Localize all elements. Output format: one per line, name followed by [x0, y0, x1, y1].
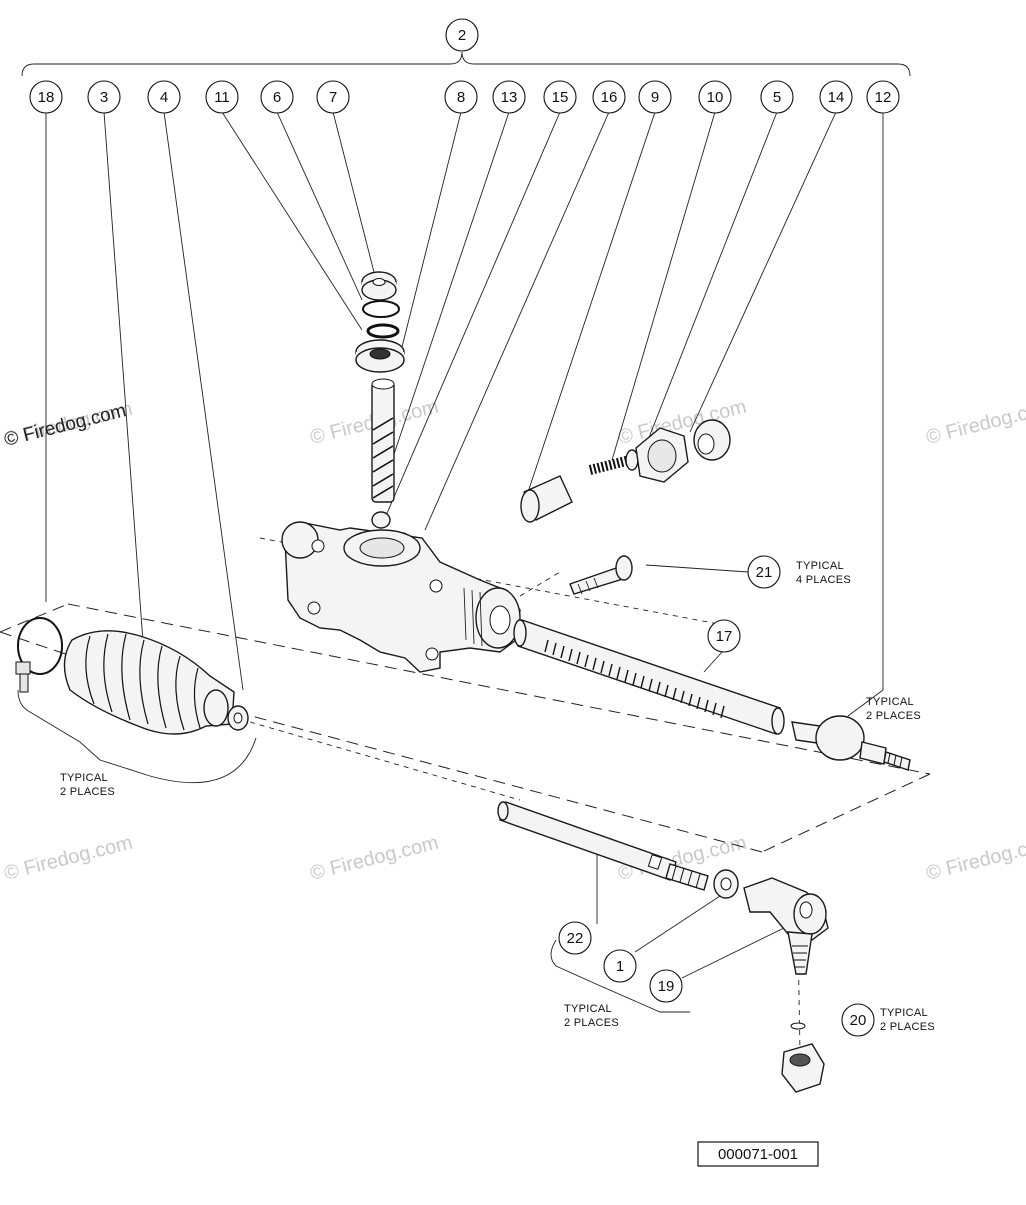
svg-text:6: 6	[273, 89, 281, 106]
steering-rack	[513, 619, 785, 735]
callout-20: 20	[841, 1003, 875, 1037]
svg-text:16: 16	[601, 89, 618, 106]
watermark: © Firedog.com	[308, 832, 441, 885]
note-20-line1: TYPICAL	[880, 1007, 928, 1019]
svg-text:17: 17	[716, 628, 733, 645]
callout-18: 18	[29, 80, 63, 114]
svg-text:13: 13	[501, 89, 518, 106]
ball-joint	[743, 877, 829, 1030]
svg-text:7: 7	[329, 89, 337, 106]
svg-text:20: 20	[850, 1012, 867, 1029]
svg-text:11: 11	[214, 89, 230, 106]
callout-11: 11	[205, 80, 239, 114]
note-20-line2: 2 PLACES	[880, 1021, 935, 1033]
callout-21: 21	[747, 555, 781, 589]
adjuster-parts	[520, 419, 731, 523]
svg-text:4: 4	[160, 89, 168, 106]
leader-lines	[45, 111, 884, 979]
callout-4: 4	[147, 80, 181, 114]
watermark-dark: © Firedog.com	[2, 400, 128, 451]
note-12-line1: TYPICAL	[866, 696, 914, 708]
watermark: © Firedog.com	[2, 832, 135, 885]
rack-housing	[281, 521, 521, 673]
watermark: © Firedog.com	[924, 832, 1026, 885]
callout-5: 5	[760, 80, 794, 114]
note-boot-line1: TYPICAL	[60, 772, 108, 784]
callout-14: 14	[819, 80, 853, 114]
note-21-line2: 4 PLACES	[796, 574, 851, 586]
assembly-bracket	[21, 51, 911, 77]
svg-text:22: 22	[567, 930, 584, 947]
svg-text:12: 12	[875, 89, 892, 106]
boot-assembly	[15, 617, 249, 735]
callout-1: 1	[603, 949, 637, 983]
svg-text:19: 19	[658, 978, 675, 995]
callouts: 2 18 3 4 11 6 7 8 13 15 16 9 10 5 14 1 2 …	[29, 18, 900, 1037]
callout-15: 15	[543, 80, 577, 114]
svg-text:8: 8	[457, 89, 465, 106]
pinion-stack	[355, 271, 405, 529]
callout-7: 7	[316, 80, 350, 114]
svg-text:14: 14	[828, 89, 845, 106]
notes: TYPICAL 4 PLACES TYPICAL 2 PLACES TYPICA…	[60, 560, 935, 1033]
callout-6: 6	[260, 80, 294, 114]
document-number-box: 000071-001	[697, 1141, 819, 1167]
callout-13: 13	[492, 80, 526, 114]
callout-16: 16	[592, 80, 626, 114]
svg-text:1: 1	[616, 958, 624, 975]
svg-text:21: 21	[756, 564, 773, 581]
callout-2: 2	[445, 18, 479, 52]
boot-typical-bracket	[17, 689, 257, 784]
castle-nut	[781, 1043, 825, 1093]
svg-text:5: 5	[773, 89, 781, 106]
callout-19: 19	[649, 969, 683, 1003]
jam-nut	[713, 869, 739, 899]
callout-10: 10	[698, 80, 732, 114]
callout-22: 22	[558, 921, 592, 955]
watermark: © Firedog.com	[924, 396, 1026, 449]
callout-17: 17	[707, 619, 741, 653]
svg-text:9: 9	[651, 89, 659, 106]
svg-text:2: 2	[458, 27, 466, 44]
svg-text:15: 15	[552, 89, 569, 106]
note-rod-line2: 2 PLACES	[564, 1017, 619, 1029]
tie-rod	[497, 801, 709, 891]
note-21-line1: TYPICAL	[796, 560, 844, 572]
svg-text:18: 18	[38, 89, 55, 106]
inner-tie-rod	[791, 715, 911, 771]
bolt	[569, 555, 633, 595]
note-12-line2: 2 PLACES	[866, 710, 921, 722]
callout-12: 12	[866, 80, 900, 114]
note-boot-line2: 2 PLACES	[60, 786, 115, 798]
callout-3: 3	[87, 80, 121, 114]
svg-text:10: 10	[707, 89, 724, 106]
svg-text:3: 3	[100, 89, 108, 106]
note-rod-line1: TYPICAL	[564, 1003, 612, 1015]
document-number: 000071-001	[718, 1146, 798, 1163]
rod-typical-bracket	[550, 939, 690, 1013]
callout-9: 9	[638, 80, 672, 114]
callout-8: 8	[444, 80, 478, 114]
